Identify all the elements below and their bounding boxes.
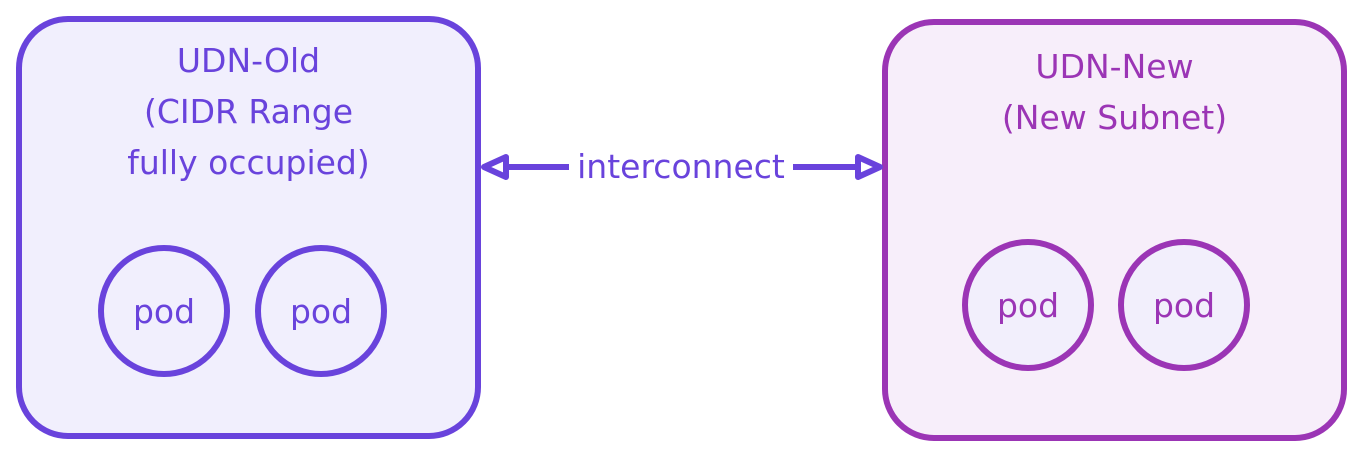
pod-label: pod — [1152, 285, 1216, 325]
udn-old-title-line: (CIDR Range — [143, 92, 354, 131]
udn-new-title-line: UDN-New — [1035, 47, 1194, 86]
arrowhead-left-icon — [481, 154, 509, 180]
udn-old-title: UDN-Old (CIDR Range fully occupied) — [22, 35, 475, 188]
udn-new-group: UDN-New (New Subnet) pod pod — [882, 19, 1347, 441]
pod-node: pod — [962, 239, 1094, 371]
udn-new-title-line: (New Subnet) — [1001, 98, 1228, 137]
udn-new-title: UDN-New (New Subnet) — [888, 41, 1341, 143]
udn-old-group: UDN-Old (CIDR Range fully occupied) pod … — [16, 16, 481, 439]
udn-old-title-line: fully occupied) — [127, 143, 370, 182]
pod-label: pod — [132, 291, 196, 331]
pod-label: pod — [996, 285, 1060, 325]
arrowhead-right-icon — [855, 154, 883, 180]
pod-node: pod — [255, 245, 387, 377]
pod-label: pod — [289, 291, 353, 331]
udn-old-title-line: UDN-Old — [176, 41, 321, 80]
edge-label: interconnect — [569, 145, 793, 189]
pod-node: pod — [1118, 239, 1250, 371]
pod-node: pod — [98, 245, 230, 377]
